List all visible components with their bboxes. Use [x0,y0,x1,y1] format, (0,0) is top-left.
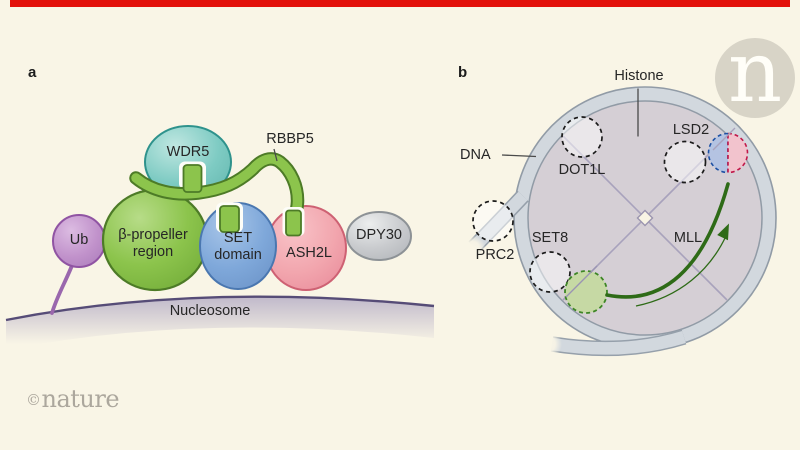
nature-logo-icon: n [727,23,783,121]
center-diamond [636,209,654,227]
mll-arrow [605,182,730,307]
copyright-symbol: © [26,391,41,409]
watermark-text: nature [41,385,120,413]
mll-arrow-trail [635,235,727,307]
panel-a-letter: a [28,64,37,81]
prc2-label: PRC2 [475,247,515,263]
mll-label: MLL [673,230,703,246]
rbbp5-ribbon [129,152,305,236]
nucleosome-label: Nucleosome [169,303,251,319]
set-domain-label-line1: SET [223,230,253,246]
lsd2-label: LSD2 [672,122,710,138]
nature-logo-circle [715,38,795,118]
dna-pointer-line [501,154,537,158]
set-connector-tab [216,202,243,233]
wdr5-connector-tab [182,164,203,193]
ash2l-label: ASH2L [286,245,332,261]
dpy30-blob [346,211,412,261]
histone-label: Histone [614,68,664,84]
ub-label: Ub [69,232,89,248]
prc2-site-circle [472,200,514,242]
nucleosome-dome [5,295,435,350]
set8-label: SET8 [531,230,569,246]
lsd2-site-circle [663,140,707,184]
dna-label: DNA [460,147,491,163]
wdr5-label: WDR5 [166,144,210,160]
mll-arrowhead [717,223,729,241]
set8-site-circle [529,251,571,293]
rbbp5-label: RBBP5 [266,131,314,147]
nature-watermark: ©nature [26,385,120,413]
set-domain-label-line2: domain [214,246,262,263]
dpy30-label: DPY30 [356,227,402,243]
dot1l-site-circle [561,116,603,158]
panel-b-letter: b [458,64,468,81]
beta-propeller-label-line2: region [132,243,174,260]
dot1l-label: DOT1L [558,162,606,178]
beta-propeller-label-line1: β-propeller [118,227,188,243]
ash2l-connector-tab [282,207,305,237]
set-domain-label: SET domain [214,230,262,263]
mll-start-site-circle [564,265,608,314]
split-site-circle [707,127,749,174]
ub-protein [50,214,106,315]
brand-color-bar [10,0,790,7]
rbbp5-pointer-line [273,148,278,162]
beta-propeller-label: β-propeller region [118,227,188,260]
dna-tail-bottom [532,329,687,359]
